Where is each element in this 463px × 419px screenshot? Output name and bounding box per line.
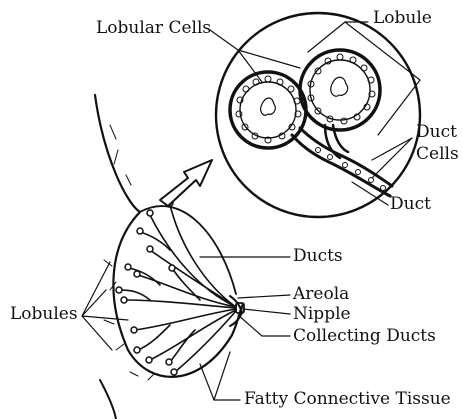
leader-nipple bbox=[243, 309, 290, 314]
right-lobule bbox=[300, 50, 380, 130]
chest-outline bbox=[95, 95, 243, 377]
magnify-arrow bbox=[160, 160, 212, 206]
label-duct-cells-line1: Duct bbox=[416, 124, 457, 141]
label-duct: Duct bbox=[390, 196, 431, 213]
lobule-buds bbox=[116, 200, 177, 375]
label-lobular-cells: Lobular Cells bbox=[96, 20, 211, 37]
right-lobule-cells bbox=[308, 54, 375, 124]
label-areola: Areola bbox=[293, 286, 349, 303]
label-ducts: Ducts bbox=[293, 248, 343, 265]
leader-fatty-tissue bbox=[200, 352, 240, 400]
left-lobule-cells bbox=[236, 76, 301, 143]
label-lobules: Lobules bbox=[10, 306, 78, 323]
leader-collecting-ducts bbox=[238, 315, 290, 336]
duct-channels bbox=[292, 125, 392, 196]
label-nipple: Nipple bbox=[293, 306, 351, 323]
label-lobule: Lobule bbox=[373, 10, 432, 27]
leader-lobules bbox=[82, 262, 128, 350]
duct-channel-cells bbox=[316, 148, 386, 191]
leader-areola bbox=[238, 295, 290, 298]
leader-lobule bbox=[308, 22, 420, 135]
lower-chest-outline bbox=[100, 380, 116, 419]
label-fatty-connective-tissue: Fatty Connective Tissue bbox=[244, 391, 451, 408]
label-collecting-ducts: Collecting Ducts bbox=[293, 328, 436, 345]
leader-duct-cells bbox=[372, 138, 412, 178]
label-duct-cells-line2: Cells bbox=[416, 146, 459, 163]
